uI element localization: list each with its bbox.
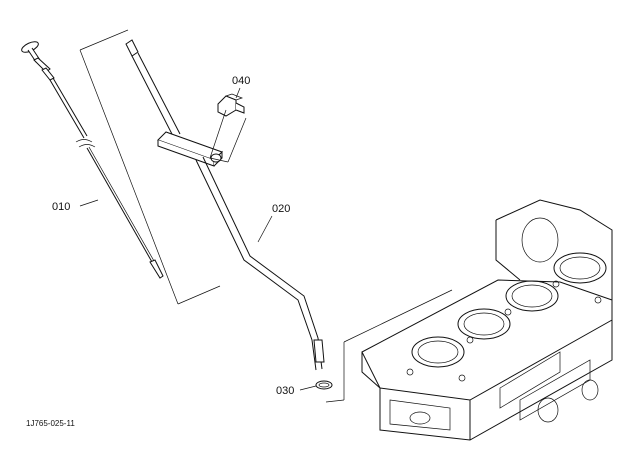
o-ring-030[interactable] [315,380,333,390]
figure-code: 1J765-025-11 [26,419,75,428]
dipstick-010[interactable] [20,40,164,279]
callout-030: 030 [276,385,294,397]
assembly-bracket [79,29,221,305]
mounting-bracket [325,289,453,403]
engine-block [361,199,613,441]
callout-040: 040 [232,75,250,87]
bolt-leader-bracket-3 [209,157,229,163]
callout-leaders [79,87,317,391]
callout-010: 010 [52,201,70,213]
callout-020: 020 [272,203,290,215]
dipstick-guide-020[interactable] [125,39,325,371]
bolt-leader-bracket [209,109,227,159]
bolt-leader-bracket-2 [227,117,247,163]
bolt-040[interactable] [217,93,245,117]
